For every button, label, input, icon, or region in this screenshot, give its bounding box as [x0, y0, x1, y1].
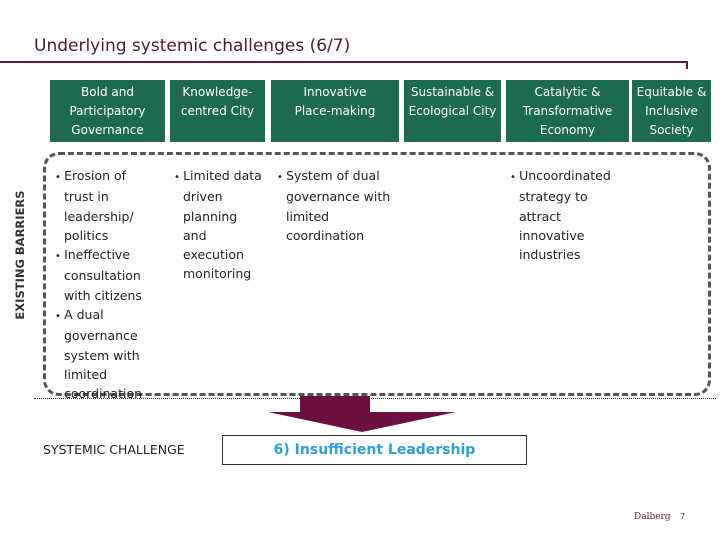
- dalberg-logo: Dalberg: [634, 512, 671, 522]
- pillar-economy: Catalytic & Transformative Economy: [506, 80, 629, 142]
- pillar-label: Innovative Place-making: [294, 85, 376, 118]
- barriers-box: [43, 152, 711, 396]
- page-number: 7: [680, 512, 686, 521]
- down-arrow-icon: [268, 396, 456, 432]
- pillar-label: Knowledge-centred City: [180, 85, 255, 118]
- barrier-item: Erosion of trust in leadership/ politics: [55, 166, 155, 245]
- pillar-label: Catalytic & Transformative Economy: [522, 85, 613, 137]
- barriers-col-knowledge: Limited data driven planning and executi…: [174, 166, 264, 284]
- pillar-governance: Bold and Participatory Governance: [50, 80, 165, 142]
- barrier-item: System of dual governance with limited c…: [277, 166, 402, 245]
- systemic-challenge-result: 6) Insufficient Leadership: [222, 435, 527, 465]
- existing-barriers-label: EXISTING BARRIERS: [13, 190, 27, 320]
- page-title: Underlying systemic challenges (6/7): [34, 36, 351, 56]
- pillar-label: Bold and Participatory Governance: [69, 85, 146, 137]
- barriers-col-governance: Erosion of trust in leadership/ politics…: [55, 166, 155, 404]
- pillar-inclusive: Equitable & Inclusive Society: [632, 80, 711, 142]
- pillar-placemaking: Innovative Place-making: [271, 80, 399, 142]
- dotted-divider: [34, 398, 716, 399]
- barrier-item: Limited data driven planning and executi…: [174, 166, 264, 284]
- barriers-col-placemaking: System of dual governance with limited c…: [277, 166, 402, 245]
- barrier-item: A dual governance system with limited co…: [55, 305, 155, 403]
- barrier-item: Ineffective consultation with citizens: [55, 245, 155, 305]
- pillar-knowledge: Knowledge-centred City: [170, 80, 265, 142]
- pillar-label: Sustainable & Ecological City: [408, 85, 497, 118]
- title-divider: [0, 61, 688, 63]
- title-divider-tick: [686, 61, 688, 69]
- result-text: 6) Insufficient Leadership: [273, 442, 476, 458]
- barrier-item: Uncoordinated strategy to attract innova…: [510, 166, 620, 264]
- systemic-challenge-label: SYSTEMIC CHALLENGE: [43, 442, 185, 457]
- pillar-sustainable: Sustainable & Ecological City: [404, 80, 501, 142]
- barriers-col-economy: Uncoordinated strategy to attract innova…: [510, 166, 620, 264]
- pillar-label: Equitable & Inclusive Society: [636, 85, 707, 137]
